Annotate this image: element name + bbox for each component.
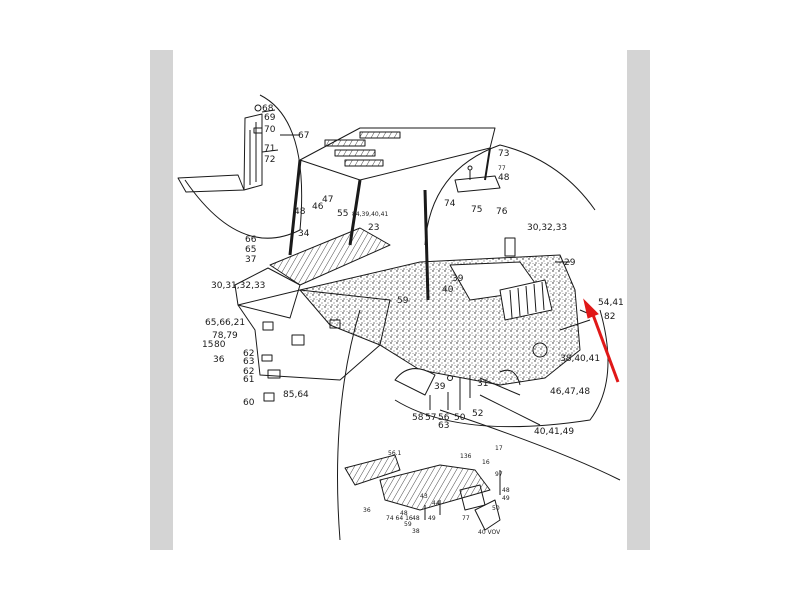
counterweight-body [299, 254, 581, 386]
inset-label: 59 [404, 521, 412, 528]
callout-56: 56 [438, 413, 450, 423]
callout-40: 40 [442, 285, 454, 295]
callout-15: 15 [202, 340, 213, 350]
callout-72: 72 [264, 155, 275, 165]
callout-39b: 39 [434, 382, 446, 392]
callout-23: 23 [368, 223, 379, 233]
callout-70: 70 [264, 125, 276, 135]
callout-62b: 62 [243, 367, 254, 377]
callout-73: 73 [498, 149, 509, 159]
floor-plate-main [379, 464, 491, 511]
callout-63b: 63 [438, 421, 449, 431]
callout-59: 59 [397, 296, 409, 306]
callout-31: 31 [477, 379, 488, 389]
callout-65: 65 [245, 245, 256, 255]
callout-65-66-21: 65,66,21 [205, 318, 245, 328]
callout-63: 63 [243, 357, 254, 367]
callout-78-79: 78,79 [212, 331, 238, 341]
exploded-view-drawing: 68 69 70 71 72 67 48 46 47 55 84,39,40,4… [177, 94, 624, 541]
inset-label: 56.1 [388, 450, 402, 457]
callout-34: 34 [298, 229, 310, 239]
inset-label: 38 [412, 528, 420, 535]
detail-arc-left [337, 309, 361, 541]
bracket-plate [454, 175, 501, 193]
inset-label: 43 [420, 493, 428, 500]
parts-diagram: 68 69 70 71 72 67 48 46 47 55 84,39,40,4… [173, 50, 627, 550]
overhead-guard-roof [299, 127, 496, 181]
floor-plate-left [344, 454, 401, 486]
callout-36: 36 [213, 355, 225, 365]
callout-30-31-32-33: 30,31,32,33 [211, 281, 265, 291]
left-margin-band [150, 50, 173, 550]
callout-71: 71 [264, 144, 275, 154]
callout-76: 76 [496, 207, 508, 217]
callout-40-41-49: 40,41,49 [534, 427, 574, 437]
chassis-frame [237, 289, 391, 381]
callout-37: 37 [245, 255, 256, 265]
red-arrow-icon [583, 298, 620, 383]
inset-label: 97 [495, 471, 503, 478]
callout-48: 48 [294, 207, 306, 217]
inset-label: 40 VOV [478, 529, 501, 536]
mast-upright [243, 113, 263, 191]
inset-label: 49 [502, 495, 510, 502]
callout-67: 67 [298, 131, 309, 141]
callout-58: 58 [412, 413, 424, 423]
callout-80: 80 [214, 340, 226, 350]
callout-39: 39 [452, 274, 464, 284]
callout-57: 57 [425, 413, 436, 423]
callout-47: 47 [322, 195, 333, 205]
callout-61: 61 [243, 375, 254, 385]
inset-label: 16 [482, 459, 490, 466]
callout-69: 69 [264, 113, 276, 123]
right-margin-band [627, 50, 650, 550]
inset-label: 44 [432, 500, 440, 507]
inset-label: 36 [363, 507, 371, 514]
inset-label: 50 [492, 505, 500, 512]
grille [499, 279, 553, 321]
inset-label: 74 64 16 [386, 515, 413, 522]
callout-46: 46 [312, 202, 324, 212]
inset-label: 48 [502, 487, 510, 494]
inset-label: 136 [460, 453, 472, 460]
callout-60: 60 [243, 398, 255, 408]
callout-29: 29 [564, 258, 576, 268]
inset-arc-fork-upper [259, 94, 303, 231]
lower-sweep-arc [439, 409, 621, 481]
callout-48b: 48 [498, 173, 510, 183]
callout-66: 66 [245, 235, 257, 245]
callout-55: 55 [337, 209, 348, 219]
inset-label: 77 [462, 515, 470, 522]
callout-74: 74 [444, 199, 456, 209]
callout-38-40-41: 38,40,41 [560, 354, 600, 364]
callout-54-41: 54,41 [598, 298, 624, 308]
callout-labels: 68 69 70 71 72 67 48 46 47 55 84,39,40,4… [202, 104, 624, 437]
callout-77: 77 [498, 165, 506, 172]
callout-82: 82 [604, 312, 615, 322]
inset-arc-top [424, 144, 596, 246]
callout-30-32-33: 30,32,33 [527, 223, 567, 233]
inset-labels: 56.1 17 136 16 97 48 49 50 36 74 64 16 4… [363, 445, 510, 536]
inset-label: 17 [495, 445, 503, 452]
side-panel-left [234, 267, 301, 319]
callout-85-64: 85,64 [283, 390, 309, 400]
inset-label: 48 [400, 510, 408, 517]
inset-arc-fork [184, 179, 301, 239]
inset-label: 49 [428, 515, 436, 522]
callout-75: 75 [471, 205, 482, 215]
callout-50: 50 [454, 413, 466, 423]
callout-84-39-40-41: 84,39,40,41 [352, 211, 388, 218]
callout-52: 52 [472, 409, 483, 419]
inset-label: 48 [412, 515, 420, 522]
hood-panel [269, 227, 391, 286]
fork-blade [177, 174, 245, 193]
callout-46-47-48: 46,47,48 [550, 387, 590, 397]
callout-68: 68 [262, 104, 274, 114]
callout-62a: 62 [243, 349, 254, 359]
